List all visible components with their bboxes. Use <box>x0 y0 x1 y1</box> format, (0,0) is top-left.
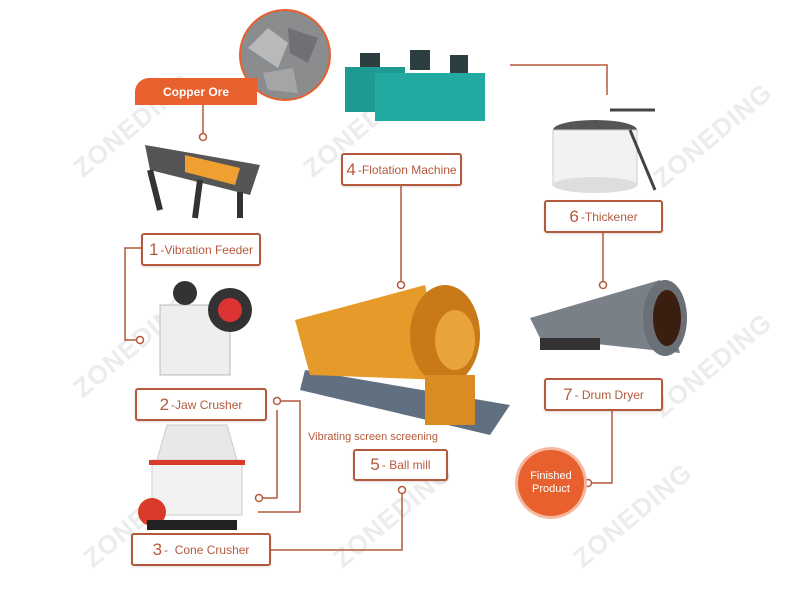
finished-product-badge: Finished Product <box>518 450 584 516</box>
step-number: 5 <box>370 455 380 474</box>
copper-ore-image <box>239 9 331 101</box>
cone-crusher-image <box>138 424 245 530</box>
step-label: - Ball mill <box>381 458 431 472</box>
step-label: -Jaw Crusher <box>171 397 243 412</box>
vibration-feeder-image <box>145 145 260 219</box>
thickener-image <box>552 108 657 193</box>
vibrating-screen-caption: Vibrating screen screening <box>308 431 439 443</box>
step-number: 3 <box>152 539 163 559</box>
step-label: -Vibration Feeder <box>160 242 253 257</box>
step-2-jaw-crusher: 2-Jaw Crusher <box>135 388 267 421</box>
step-4-flotation-machine: 4-Flotation Machine <box>341 153 462 186</box>
step-label: -Flotation Machine <box>357 162 457 177</box>
copper-ore-banner: Copper Ore <box>135 78 257 105</box>
step-label: - Drum Dryer <box>574 387 644 402</box>
step-number: 4 <box>346 159 356 179</box>
step-3-cone-crusher: 3- Cone Crusher <box>131 533 271 566</box>
step-label: - Cone Crusher <box>164 542 250 557</box>
step-6-thickener: 6-Thickener <box>544 200 663 233</box>
ball-mill-image <box>295 285 510 435</box>
step-7-drum-dryer: 7- Drum Dryer <box>544 378 663 411</box>
drum-dryer-image <box>530 280 687 356</box>
step-5-ball-mill: 5- Ball mill <box>353 449 448 481</box>
step-number: 2 <box>159 394 170 414</box>
step-number: 1 <box>149 239 159 259</box>
step-1-vibration-feeder: 1-Vibration Feeder <box>141 233 261 266</box>
step-number: 6 <box>569 206 579 226</box>
finished-product-label: Finished Product <box>530 470 572 495</box>
flotation-machine-image <box>345 50 485 121</box>
step-number: 7 <box>563 384 573 404</box>
jaw-crusher-image <box>159 281 252 376</box>
step-label: -Thickener <box>580 209 638 224</box>
